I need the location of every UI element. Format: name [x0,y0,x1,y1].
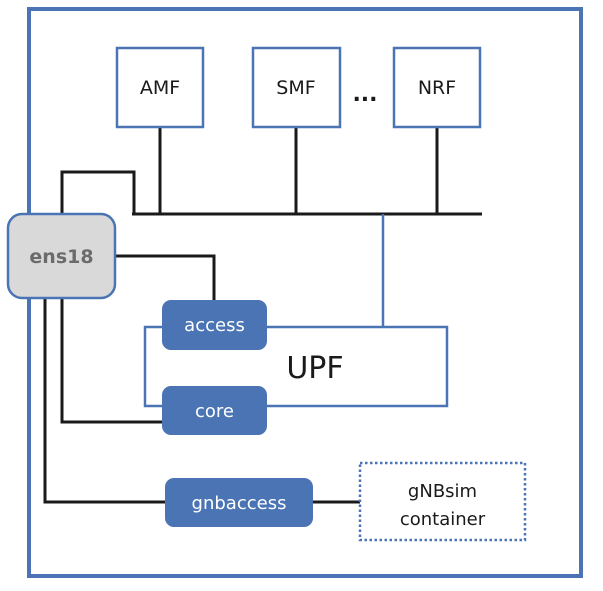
interface-gnbaccess-label: gnbaccess [192,493,287,514]
interface-core[interactable]: core [162,386,267,435]
nf-box-smf[interactable]: SMF [251,46,342,129]
gnbsim-container[interactable]: gNBsim container [358,461,527,542]
more-nfs-ellipsis: ... [352,82,377,107]
host-interface-label: ens18 [29,246,93,268]
ens18-gnbaccess-link [43,297,166,504]
connector-lines [43,127,482,504]
ens18-access-link [115,254,216,301]
nf-label-nrf: NRF [418,77,456,99]
gnbsim-label-line2: container [400,509,486,530]
gnbsim-label-line1: gNBsim [408,481,477,502]
interface-access-label: access [184,315,245,336]
interface-gnbaccess[interactable]: gnbaccess [165,478,313,527]
interface-access[interactable]: access [162,300,267,350]
nf-label-amf: AMF [140,77,180,99]
upf-label: UPF [286,351,343,386]
ens18-core-link [60,297,163,424]
interface-core-label: core [195,401,234,422]
ens18-bus-link [60,170,136,214]
nf-label-smf: SMF [276,77,315,99]
nf-box-amf[interactable]: AMF [115,46,205,129]
host-interface-ens18[interactable]: ens18 [6,212,117,300]
nf-box-nrf[interactable]: NRF [392,46,482,129]
